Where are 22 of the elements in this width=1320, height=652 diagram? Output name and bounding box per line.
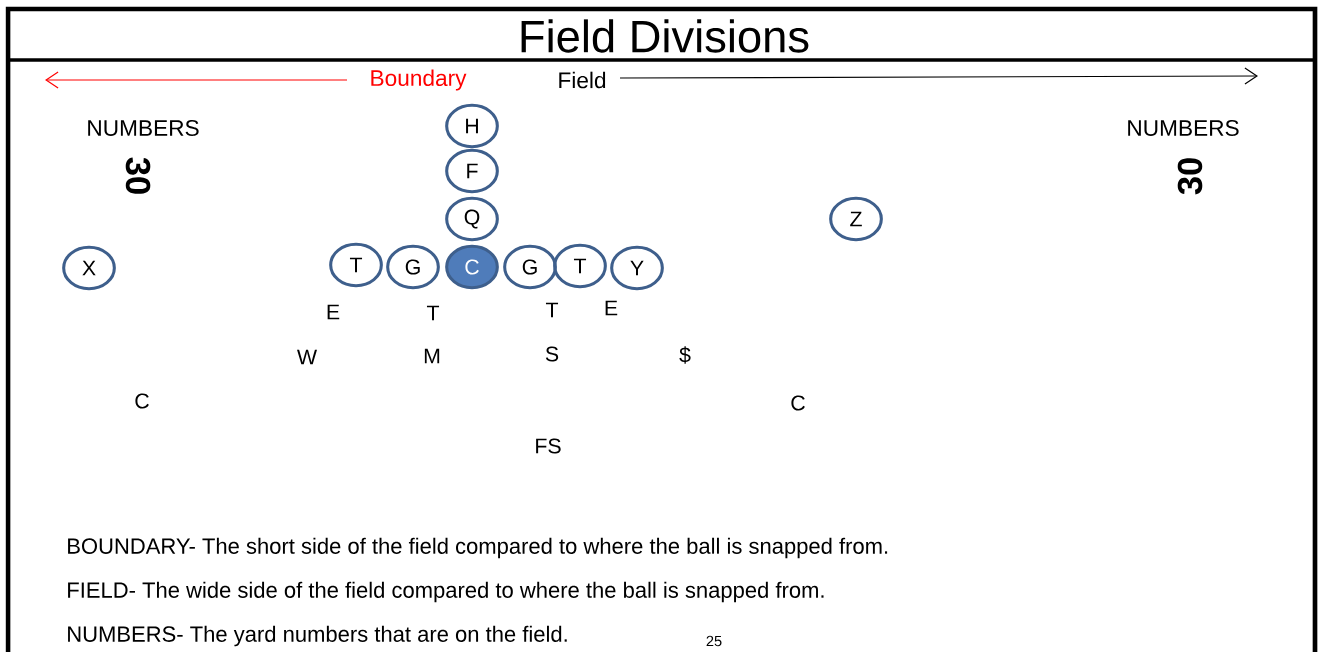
definition-text: BOUNDARY- The short side of the field compared to where the ball is snapped from. (68, 537, 888, 559)
numbers-label: NUMBERS (88, 119, 199, 137)
yard-number: 30 (1177, 158, 1203, 195)
title: Field Divisions (521, 19, 809, 53)
position-letter: S (545, 346, 559, 362)
position-letter: E (605, 300, 618, 316)
position-letter: C (791, 395, 805, 411)
position-letter: M (424, 348, 440, 364)
position-letter: T (427, 305, 440, 321)
position-letter: W (297, 349, 317, 365)
position-letter: FS (536, 438, 561, 454)
field-label: Field (559, 71, 606, 89)
boundary-label: Boundary (371, 69, 467, 91)
position-letter: T (546, 302, 559, 318)
position-letter: C (135, 393, 149, 409)
page-number: 25 (706, 635, 722, 647)
position-letter: E (327, 304, 340, 320)
definition-text: NUMBERS- The yard numbers that are on the field. (68, 625, 567, 647)
yard-number: 30 (125, 157, 151, 194)
position-letter: $ (679, 346, 691, 364)
definition-text: FIELD- The wide side of the field compared to where the ball is snapped from. (68, 581, 824, 603)
numbers-label: NUMBERS (1128, 119, 1239, 137)
